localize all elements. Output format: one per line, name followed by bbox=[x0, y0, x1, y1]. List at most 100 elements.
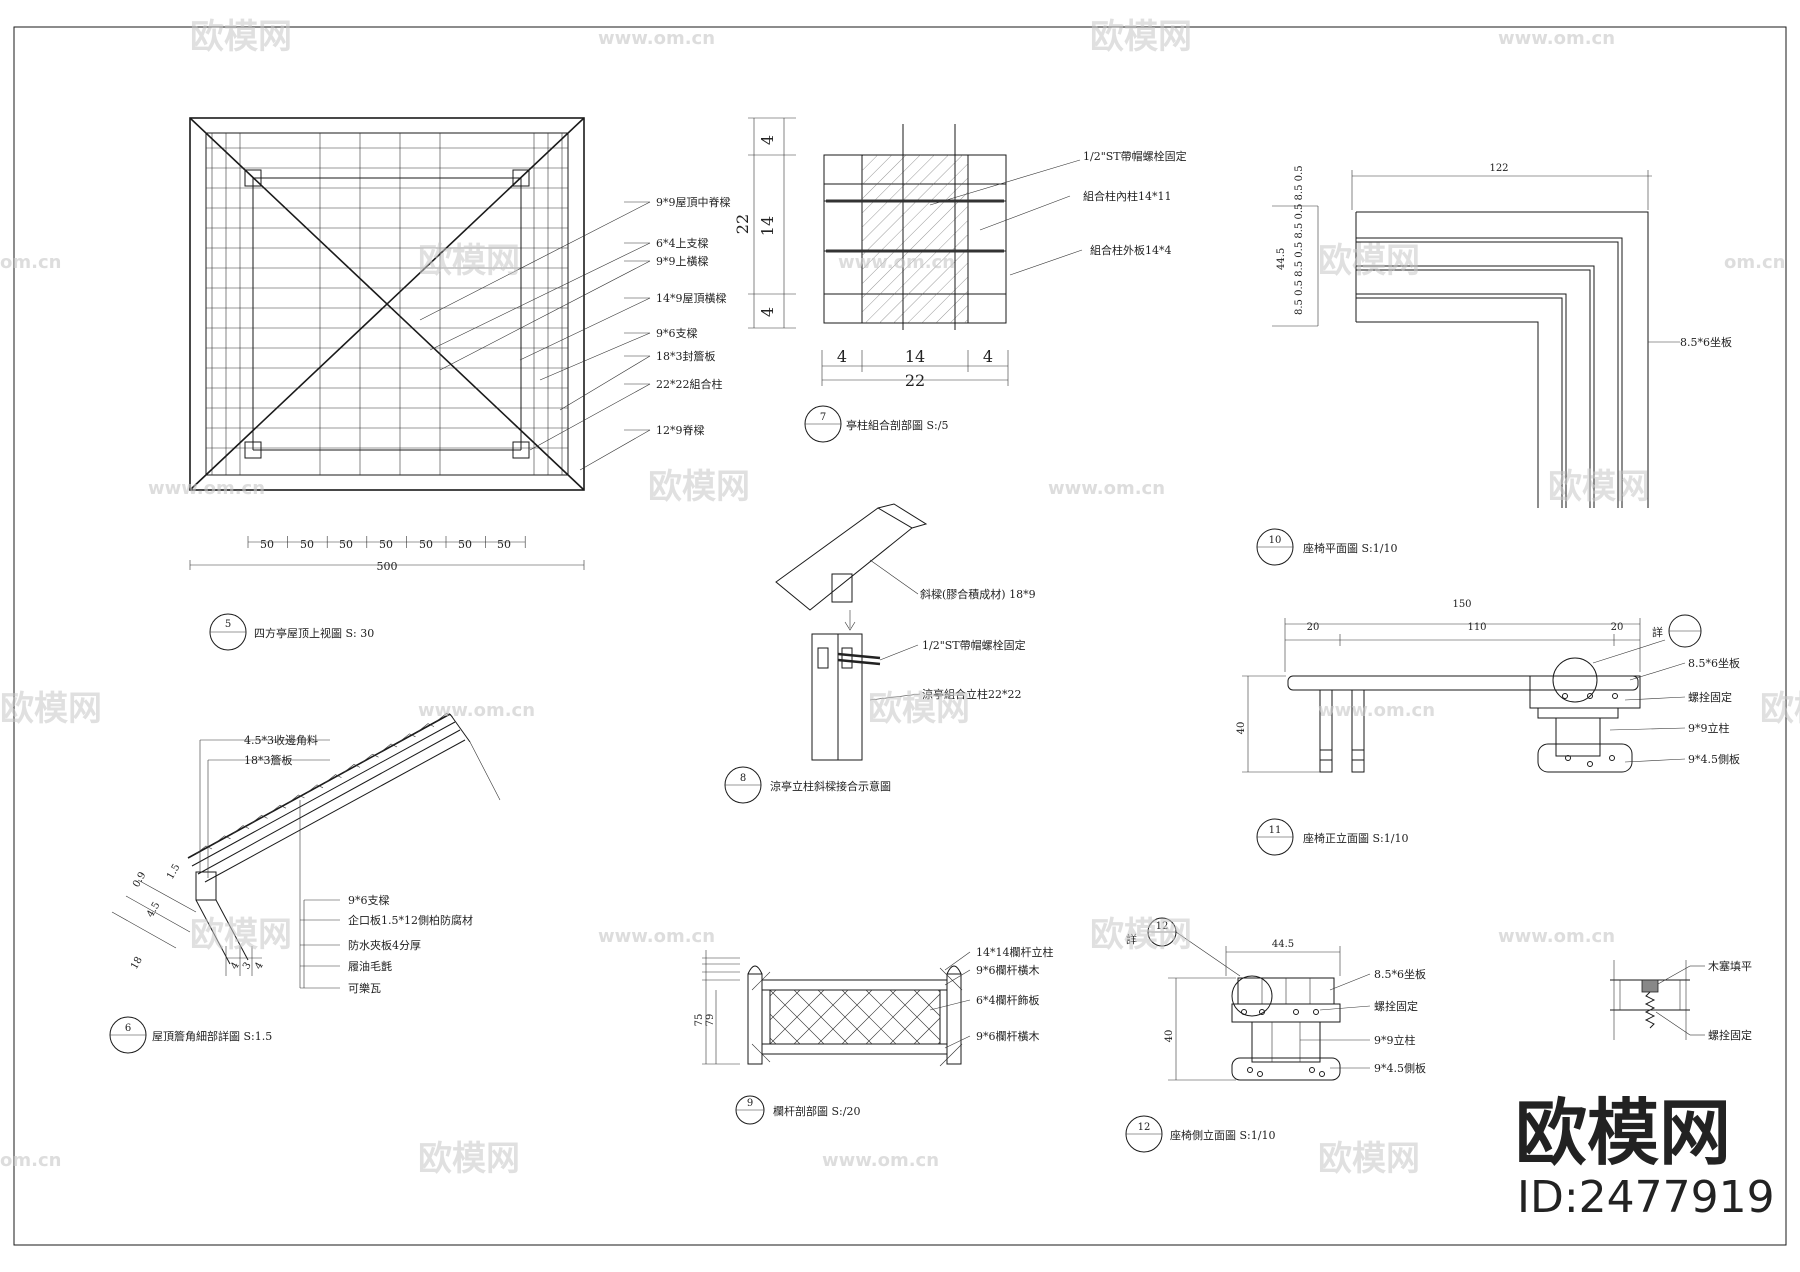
d6-dim-2: 0.9 bbox=[131, 870, 148, 889]
watermark-brand: 欧模网 bbox=[1318, 241, 1420, 281]
lattice-bar bbox=[889, 989, 941, 1041]
watermark-brand: 欧模网 bbox=[1548, 467, 1650, 507]
d11-number: 11 bbox=[1269, 825, 1282, 836]
d6-number: 6 bbox=[125, 1023, 131, 1034]
d12-label-3: 9*9立柱 bbox=[1374, 1033, 1416, 1047]
d5-dim-6: 50 bbox=[458, 538, 472, 551]
watermark-url: www.om.cn bbox=[838, 252, 955, 273]
d9-title: 欄杆剖部圖 S:/20 bbox=[773, 1104, 860, 1118]
roof-tile bbox=[232, 825, 250, 834]
d11-dim-1: 20 bbox=[1307, 622, 1320, 633]
sheet-border bbox=[13, 26, 1787, 1246]
roof-tile bbox=[195, 845, 213, 855]
d11-title: 座椅正立面圖 S:1/10 bbox=[1303, 831, 1408, 845]
watermark-brand: 欧模网 bbox=[1090, 17, 1192, 57]
d10-top-dim: 122 bbox=[1489, 163, 1508, 174]
d7-label-2: 組合柱內柱14*11 bbox=[1083, 189, 1172, 203]
roof-tile bbox=[325, 774, 342, 783]
roof-tile bbox=[399, 733, 416, 743]
lattice-bar bbox=[937, 1041, 941, 1045]
roof-tile bbox=[251, 815, 268, 824]
d8-label-1: 斜樑(膠合積成材) 18*9 bbox=[920, 587, 1036, 601]
bench-front-drawing bbox=[1242, 614, 1702, 856]
watermark-url-short: om.cn bbox=[0, 1150, 61, 1171]
d6-dim-4: 18 bbox=[129, 955, 145, 972]
lattice-bar bbox=[865, 989, 921, 1045]
lattice-bar bbox=[939, 967, 963, 991]
d12-number: 12 bbox=[1138, 1122, 1151, 1133]
d11-label-2: 螺拴固定 bbox=[1688, 690, 1732, 704]
d5-number: 5 bbox=[225, 619, 231, 630]
d7-title: 亭柱組合剖部圖 S:/5 bbox=[846, 418, 948, 432]
d10-dims-a: 8.5 0.5 8.5 0.5 8.5 0.5 8.5 0.5 bbox=[1294, 165, 1305, 315]
d8-title: 涼亭立柱斜樑接合示意圖 bbox=[770, 779, 891, 793]
watermark-url: www.om.cn bbox=[598, 28, 715, 49]
d11-detail: 詳 bbox=[1652, 625, 1663, 639]
roof-tile bbox=[362, 753, 379, 763]
watermark-brand: 欧模网 bbox=[0, 689, 102, 729]
d5-dim-4: 50 bbox=[379, 538, 393, 551]
roof-plan-drawing bbox=[189, 117, 651, 651]
watermark-url: www.om.cn bbox=[148, 478, 265, 499]
d6-title: 屋頂簷角細部詳圖 S:1.5 bbox=[152, 1029, 272, 1043]
lattice-bar bbox=[793, 989, 849, 1045]
d6-label-2: 18*3簷板 bbox=[244, 753, 293, 767]
railing-drawing bbox=[702, 950, 971, 1125]
d6-label-4: 企口板1.5*12側柏防腐材 bbox=[348, 913, 473, 927]
roof-tile bbox=[288, 794, 305, 804]
d6-label-7: 可樂瓦 bbox=[348, 981, 381, 995]
d12-label-1: 8.5*6坐板 bbox=[1374, 967, 1426, 981]
d6-dim-5: 4 bbox=[229, 960, 242, 971]
d12-label-2: 螺拴固定 bbox=[1374, 999, 1418, 1013]
d11-dim-2: 110 bbox=[1467, 622, 1486, 633]
d7-total-h: 22 bbox=[905, 371, 925, 390]
d5-total: 500 bbox=[377, 560, 398, 573]
d9-label-1: 14*14欄杆立柱 bbox=[976, 945, 1054, 959]
watermark-url: www.om.cn bbox=[598, 926, 715, 947]
column-section-drawing bbox=[748, 117, 1083, 443]
d5-dim-7: 50 bbox=[497, 538, 511, 551]
d9-dim-2: 79 bbox=[705, 1014, 716, 1027]
watermark-brand: 欧模网 bbox=[418, 241, 520, 281]
watermark-url: www.om.cn bbox=[418, 700, 535, 721]
d9-label-3: 6*4欄杆飾板 bbox=[976, 993, 1040, 1007]
watermark-url: www.om.cn bbox=[1498, 926, 1615, 947]
bench-plan-drawing bbox=[1256, 170, 1680, 566]
roof-tile bbox=[269, 804, 287, 814]
d7-total-v: 22 bbox=[733, 214, 752, 234]
d11-dim-3: 20 bbox=[1611, 622, 1624, 633]
watermark-url-short: om.cn bbox=[0, 252, 61, 273]
d6-label-1: 4.5*3收邊角料 bbox=[244, 733, 318, 747]
d6-dim-3: 4.5 bbox=[145, 900, 162, 919]
watermark-layer: 欧模网 www.om.cn 欧模网 www.om.cn om.cn 欧模网 ww… bbox=[0, 17, 1800, 1179]
d5-label-7: 22*22組合柱 bbox=[656, 377, 723, 391]
d6-dim-1: 1.5 bbox=[165, 862, 182, 881]
d5-dim-3: 50 bbox=[339, 538, 353, 551]
d12-detail: 詳 bbox=[1126, 932, 1137, 946]
d5-dim-2: 50 bbox=[300, 538, 314, 551]
d10-total: 44.5 bbox=[1276, 248, 1287, 270]
d5-label-1: 9*9屋頂中脊樑 bbox=[656, 195, 731, 209]
roof-tile bbox=[380, 743, 398, 753]
lattice-bar bbox=[769, 989, 825, 1045]
lattice-bar bbox=[939, 1043, 963, 1067]
watermark-brand: 欧模网 bbox=[868, 689, 970, 729]
d11-label-3: 9*9立柱 bbox=[1688, 721, 1730, 735]
d13-label-2: 螺拴固定 bbox=[1708, 1028, 1752, 1042]
d6-label-5: 防水夾板4分厚 bbox=[348, 938, 421, 952]
d5-title: 四方亭屋顶上视圖 S: 30 bbox=[254, 626, 374, 640]
lattice-bar bbox=[817, 989, 873, 1045]
bolt-detail-drawing bbox=[1610, 960, 1705, 1040]
roof-tile bbox=[417, 723, 435, 732]
bench-side-drawing bbox=[1125, 917, 1371, 1153]
d7-dim-v1: 4 bbox=[758, 135, 777, 145]
watermark-brand: 欧模网 bbox=[1760, 689, 1800, 729]
d10-title: 座椅平面圖 S:1/10 bbox=[1303, 541, 1397, 555]
d12-height: 40 bbox=[1164, 1030, 1175, 1043]
d7-dim-h3: 4 bbox=[983, 347, 993, 366]
roof-tile bbox=[214, 835, 231, 845]
watermark-brand: 欧模网 bbox=[190, 17, 292, 57]
watermark-brand: 欧模网 bbox=[1090, 915, 1192, 955]
d5-label-8: 12*9脊樑 bbox=[656, 423, 705, 437]
